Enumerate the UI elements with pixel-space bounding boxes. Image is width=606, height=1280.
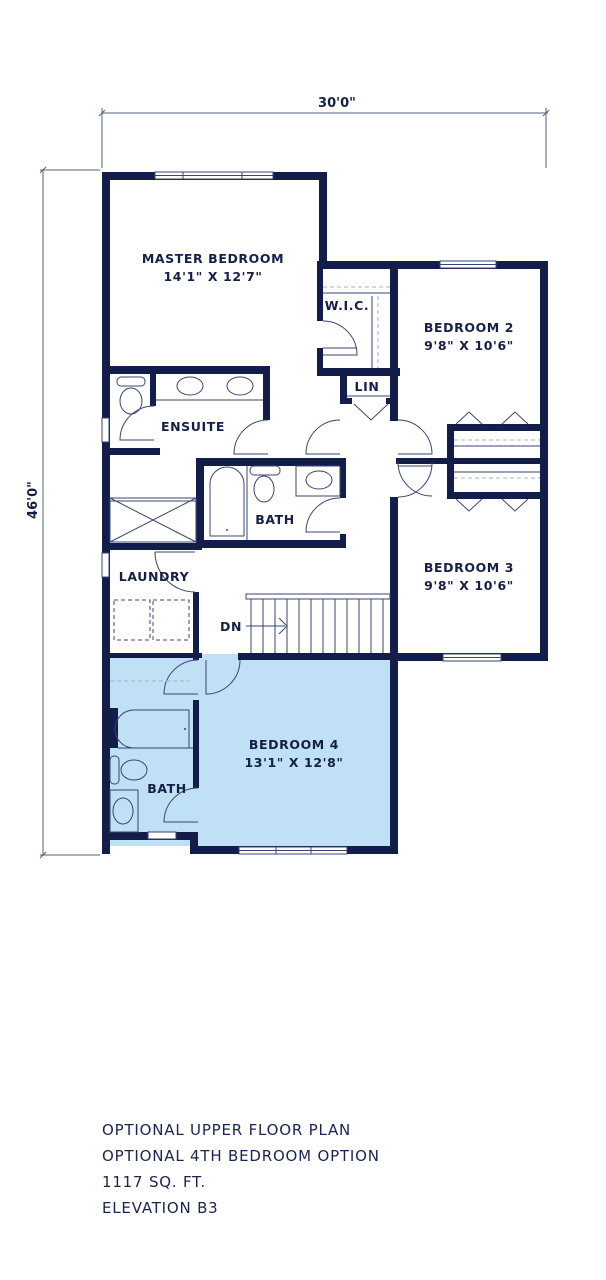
bedroom-2-name: BEDROOM 2 (424, 320, 514, 335)
room-labels: MASTER BEDROOM 14'1" X 12'7" W.I.C. LIN … (119, 251, 514, 796)
caption-elevation: ELEVATION B3 (102, 1199, 219, 1217)
bedroom-3-name: BEDROOM 3 (424, 560, 514, 575)
stairs-down-label: DN (220, 619, 242, 634)
depth-dimension: 46'0" (26, 166, 100, 859)
windows (101, 171, 502, 855)
ensuite-label: ENSUITE (161, 419, 225, 434)
bedroom-4-name: BEDROOM 4 (249, 737, 339, 752)
floor-plan: 30'0" 46'0" (26, 96, 550, 859)
bedroom-2-size: 9'8" X 10'6" (424, 338, 514, 353)
closet-shelves (110, 286, 540, 682)
bath-label: BATH (255, 512, 295, 527)
master-bedroom-name: MASTER BEDROOM (142, 251, 284, 266)
lin-label: LIN (355, 379, 380, 394)
bedroom-4-size: 13'1" X 12'8" (244, 755, 343, 770)
master-bedroom-size: 14'1" X 12'7" (163, 269, 262, 284)
caption-plan-title: OPTIONAL UPPER FLOOR PLAN (102, 1121, 352, 1139)
doors (119, 320, 529, 823)
plan-caption: OPTIONAL UPPER FLOOR PLAN OPTIONAL 4TH B… (102, 1117, 380, 1221)
laundry-label: LAUNDRY (119, 569, 190, 584)
bath-4-label: BATH (147, 781, 187, 796)
width-dimension-label: 30'0" (318, 96, 356, 111)
depth-dimension-label: 46'0" (26, 481, 41, 519)
bedroom-3-size: 9'8" X 10'6" (424, 578, 514, 593)
caption-option: OPTIONAL 4TH BEDROOM OPTION (102, 1147, 380, 1165)
bedroom-4-fill (108, 654, 396, 849)
wic-label: W.I.C. (325, 298, 369, 313)
fixtures (109, 376, 391, 833)
width-dimension: 30'0" (98, 96, 550, 168)
caption-square-footage: 1117 SQ. FT. (102, 1173, 206, 1191)
